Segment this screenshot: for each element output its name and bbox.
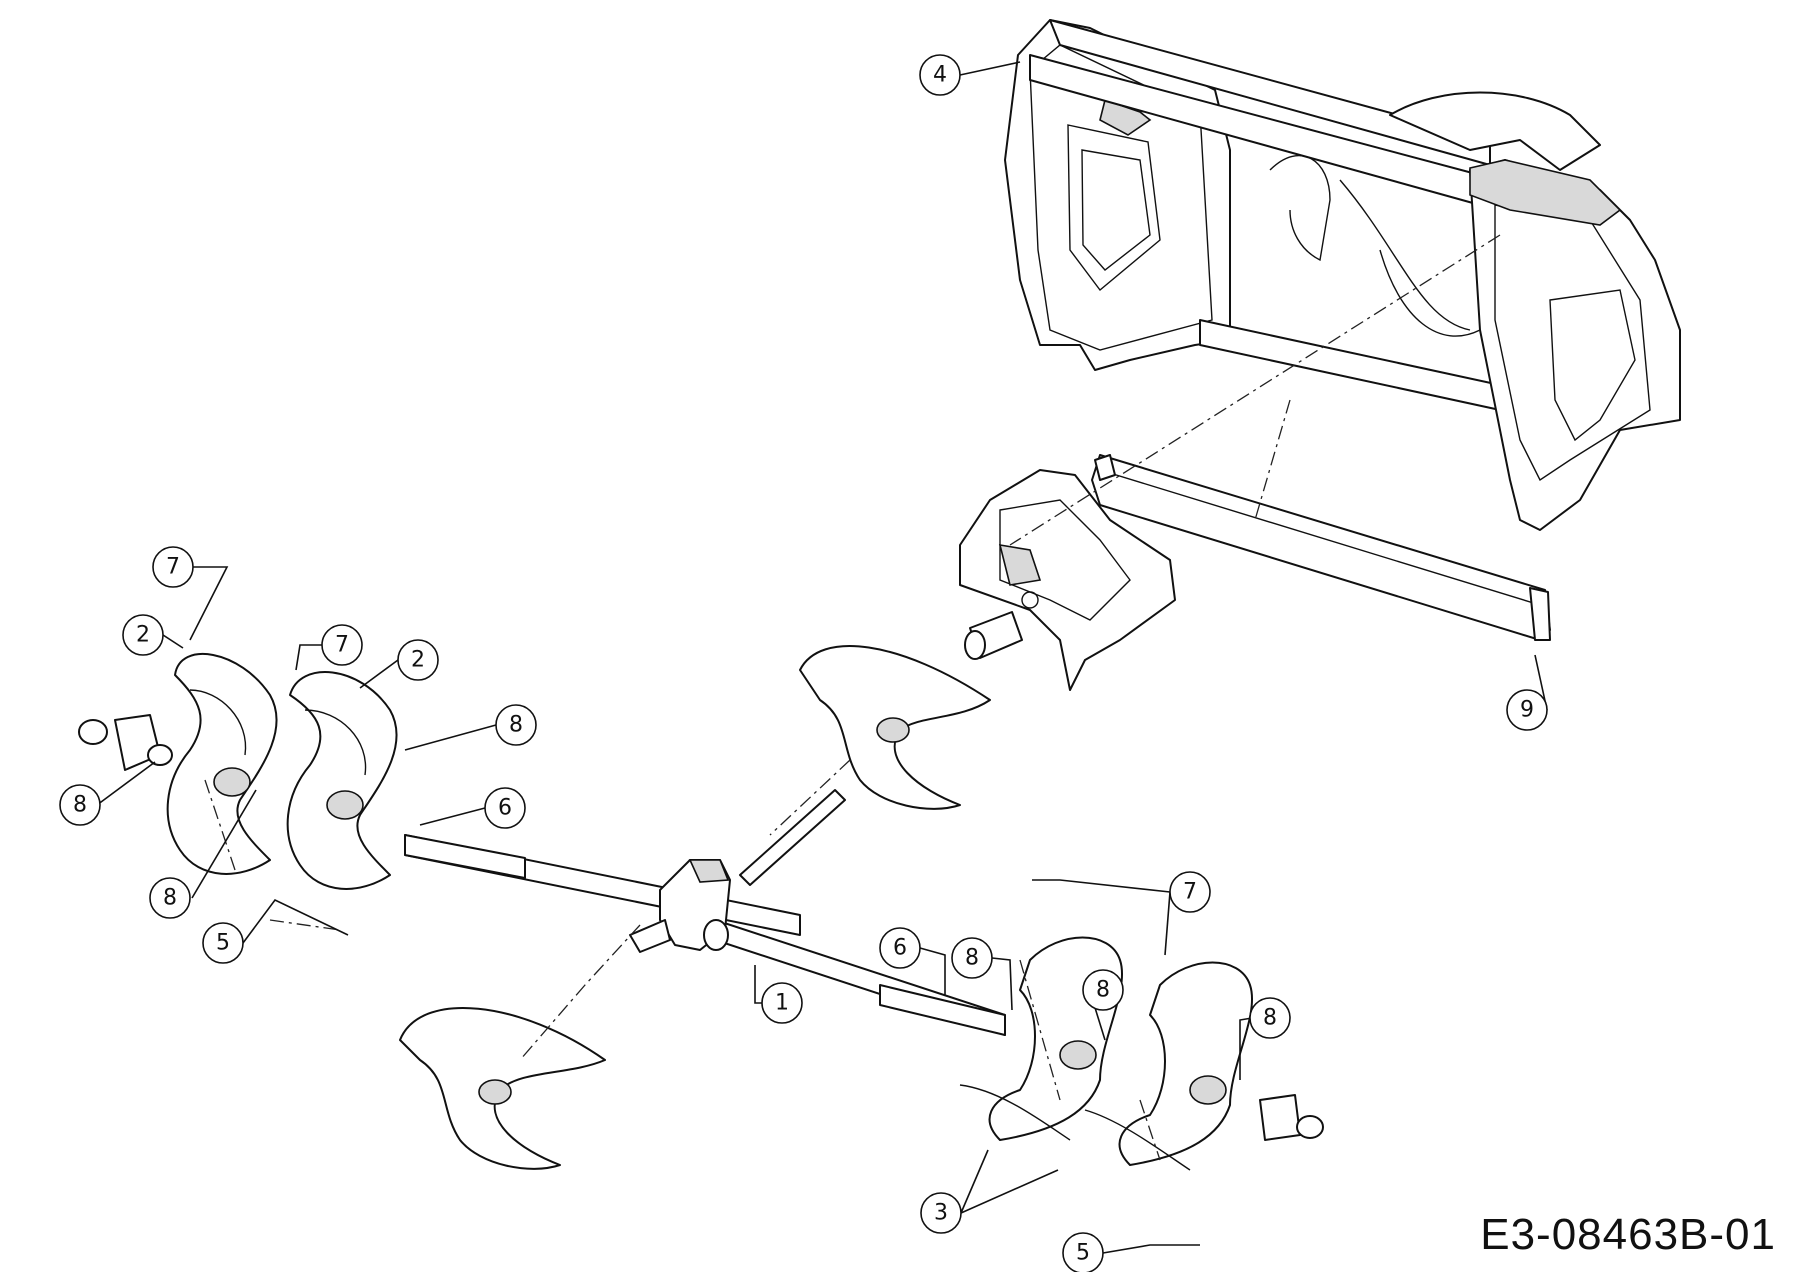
auger-left-outer	[166, 653, 278, 875]
svg-text:4: 4	[933, 63, 947, 88]
scraper-bar	[1091, 454, 1551, 641]
callout-5: 5	[202, 922, 244, 964]
callout-6: 6	[879, 927, 921, 969]
svg-text:3: 3	[934, 1201, 948, 1226]
callout-2: 2	[397, 639, 439, 681]
svg-text:6: 6	[498, 796, 512, 821]
svg-text:8: 8	[1096, 978, 1110, 1003]
auger-right-rear	[399, 1007, 606, 1170]
left-hub-parts	[78, 714, 173, 771]
callout-2: 2	[122, 614, 164, 656]
callout-6: 6	[484, 787, 526, 829]
callout-3: 3	[920, 1192, 962, 1234]
svg-text:7: 7	[1183, 880, 1197, 905]
svg-text:2: 2	[411, 648, 425, 673]
auger-left-inner	[286, 671, 398, 890]
callout-8: 8	[59, 784, 101, 826]
gearbox-bracket	[959, 469, 1176, 691]
svg-text:5: 5	[216, 931, 230, 956]
callout-8: 8	[495, 704, 537, 746]
callout-8: 8	[149, 877, 191, 919]
svg-text:8: 8	[965, 946, 979, 971]
callout-7: 7	[152, 546, 194, 588]
svg-text:8: 8	[509, 713, 523, 738]
callouts: 4 9 7 2 7 2 8 8 6 8 5 7 6 8 1 8 8 3 5	[59, 54, 1548, 1272]
callout-4: 4	[919, 54, 961, 96]
callout-8: 8	[951, 937, 993, 979]
right-hub-parts	[1259, 1094, 1324, 1141]
svg-text:6: 6	[893, 936, 907, 961]
svg-text:7: 7	[166, 555, 180, 580]
svg-text:2: 2	[136, 623, 150, 648]
auger-left-rear	[799, 645, 991, 810]
callout-8: 8	[1249, 997, 1291, 1039]
auger-housing	[1004, 19, 1681, 531]
callout-5: 5	[1062, 1232, 1104, 1272]
callout-1: 1	[761, 982, 803, 1024]
svg-text:8: 8	[73, 793, 87, 818]
auger-right-outer	[1084, 961, 1253, 1171]
svg-text:7: 7	[335, 633, 349, 658]
callout-7: 7	[1169, 871, 1211, 913]
centerlines	[204, 234, 1501, 1161]
svg-text:8: 8	[163, 886, 177, 911]
callout-8: 8	[1082, 969, 1124, 1011]
svg-text:9: 9	[1520, 698, 1534, 723]
callout-9: 9	[1506, 689, 1548, 731]
svg-text:5: 5	[1076, 1241, 1090, 1266]
leader-lines	[96, 61, 1548, 1254]
svg-text:8: 8	[1263, 1006, 1277, 1031]
callout-7: 7	[321, 624, 363, 666]
drawing-code-label: E3-08463B-01	[1480, 1210, 1776, 1259]
svg-text:1: 1	[775, 991, 789, 1016]
gearbox	[629, 859, 731, 953]
